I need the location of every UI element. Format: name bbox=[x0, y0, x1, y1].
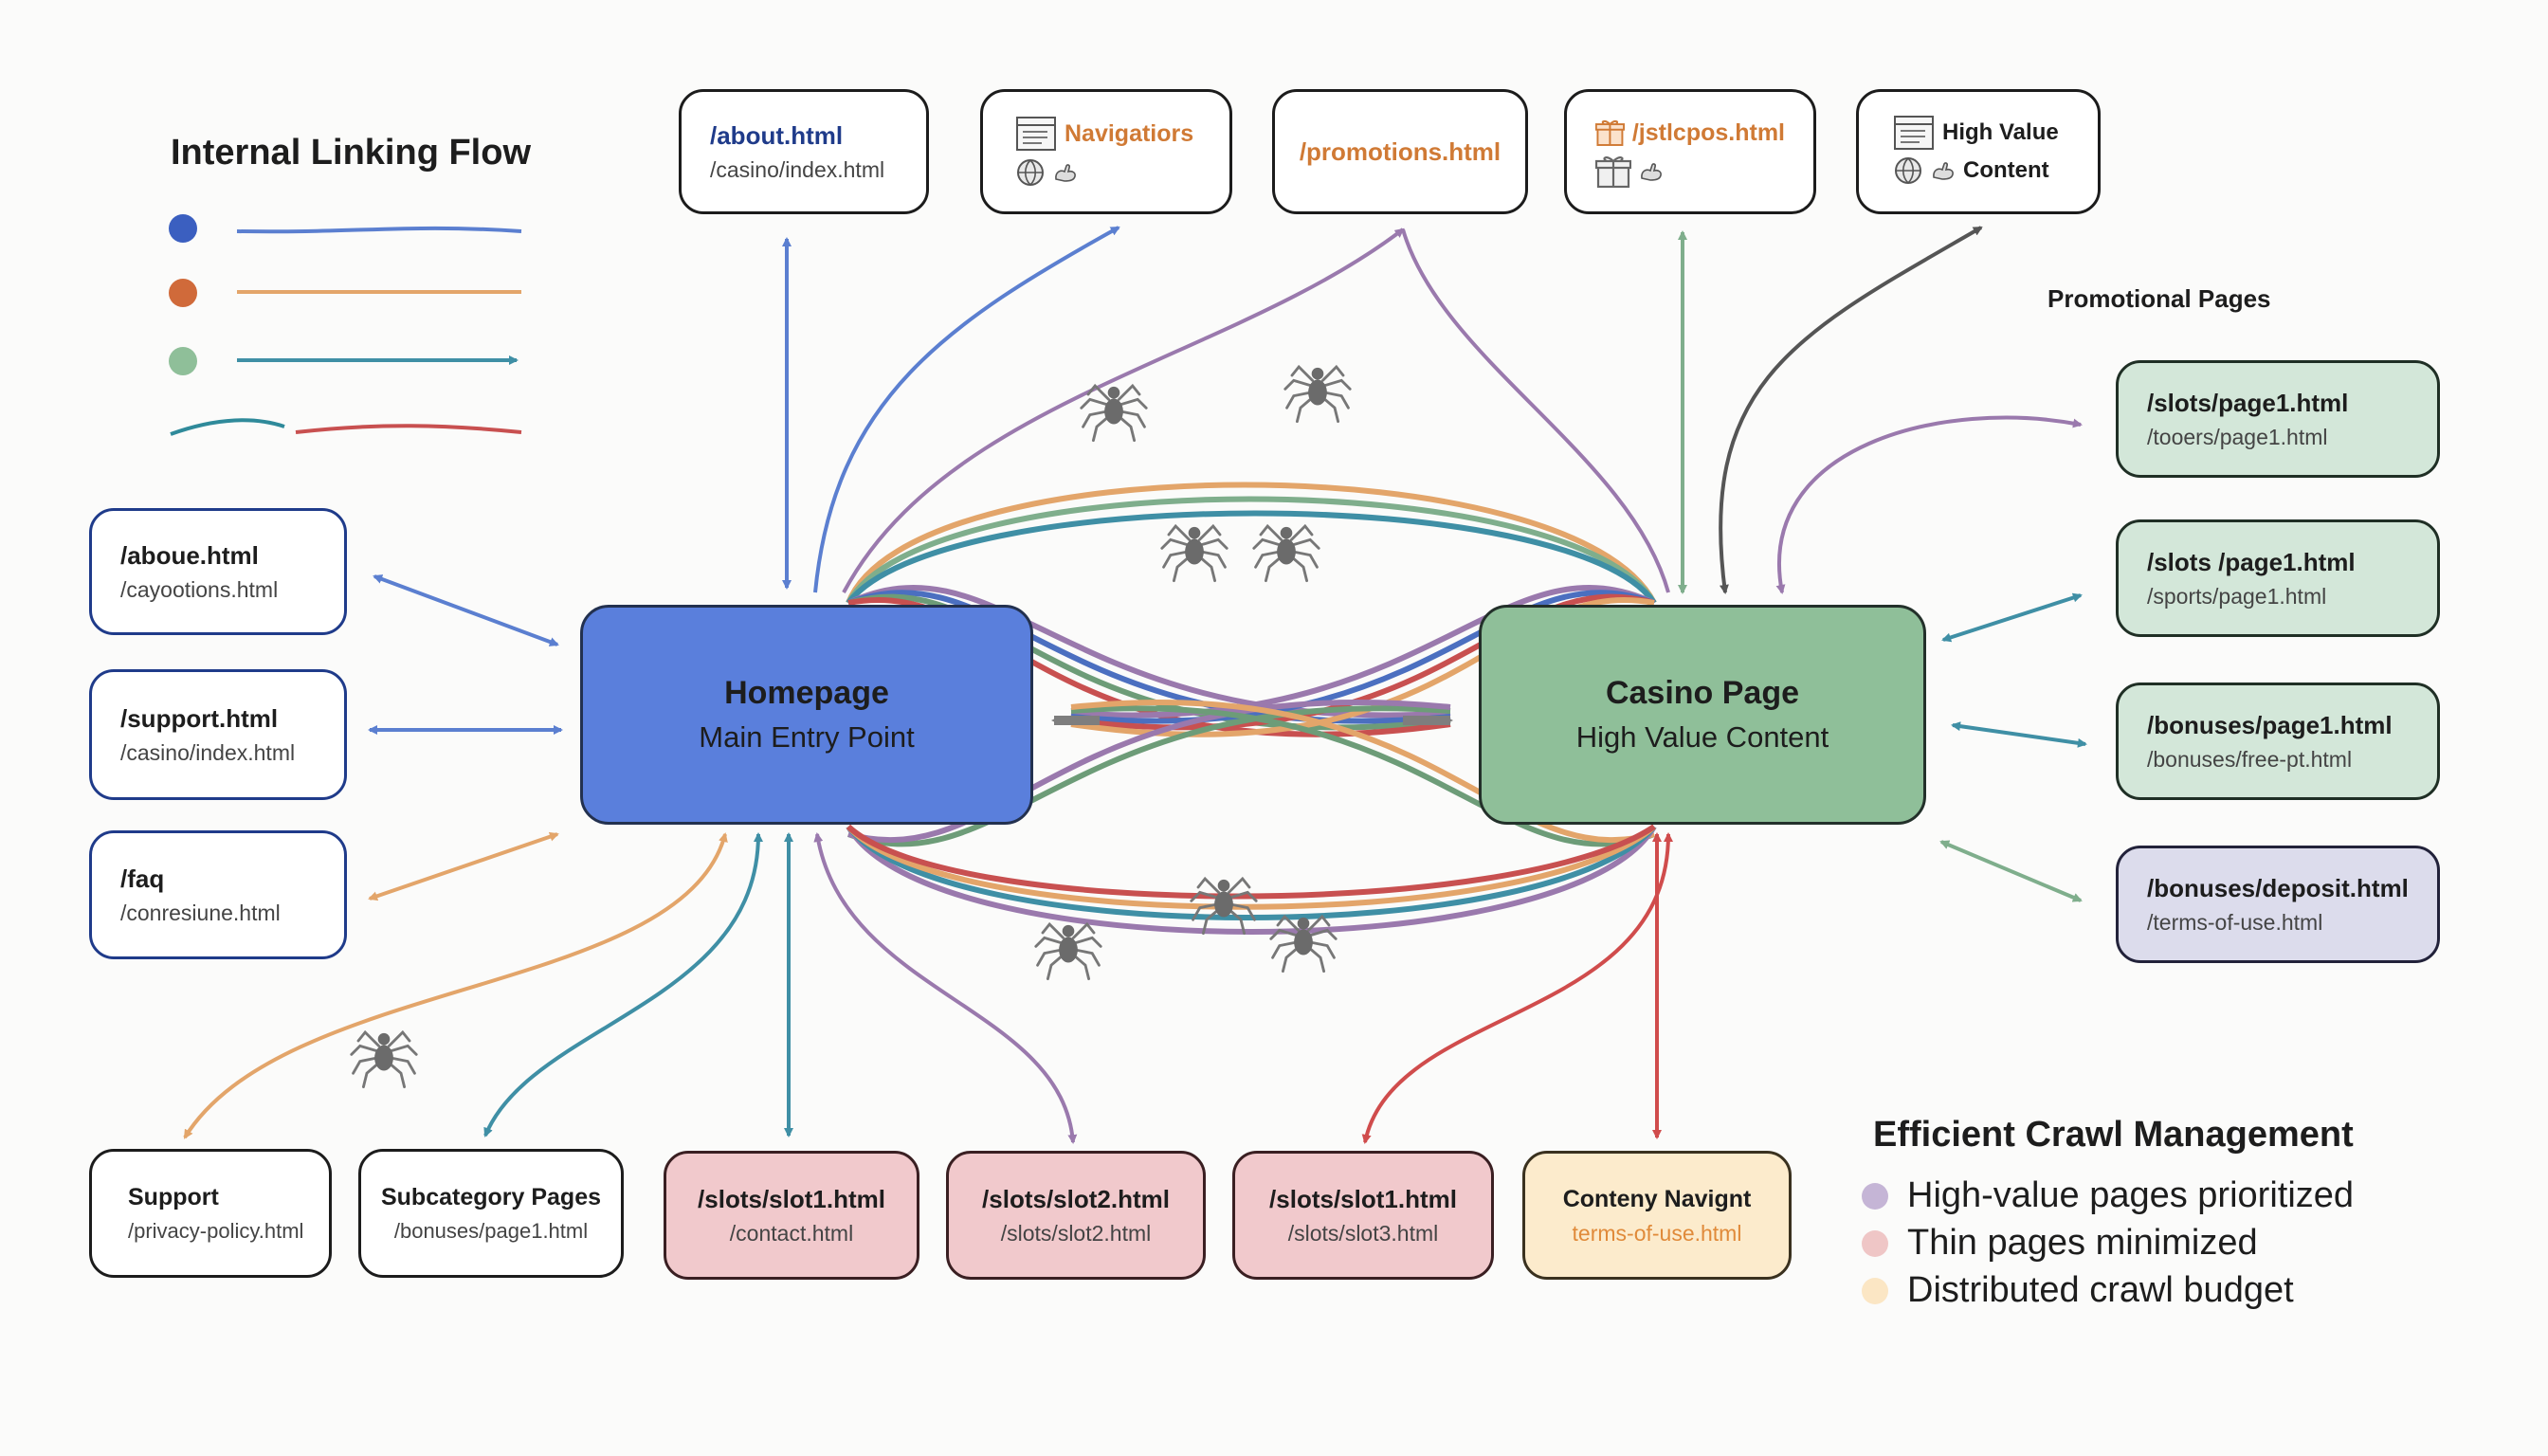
box-title: /jstlcpos.html bbox=[1631, 119, 1785, 146]
box-title: /slots/slot1.html bbox=[698, 1185, 885, 1213]
box-title: High Value bbox=[1942, 119, 2059, 145]
crawler-spider-icon bbox=[1181, 853, 1266, 938]
bottom-box-subcategory-pages[interactable]: Subcategory Pages /bonuses/page1.html bbox=[358, 1149, 624, 1278]
box-subtitle: /casino/index.html bbox=[710, 157, 885, 182]
efficient-item: Distributed crawl budget bbox=[1862, 1270, 2294, 1311]
bottom-box-slot2[interactable]: /slots/slot2.html /slots/slot2.html bbox=[946, 1151, 1206, 1280]
box-subtitle: /bonuses/free-pt.html bbox=[2147, 747, 2353, 772]
box-subtitle: Content bbox=[1963, 157, 2049, 183]
box-title: /slots/slot1.html bbox=[1269, 1185, 1457, 1213]
box-subtitle: /cayootions.html bbox=[120, 577, 279, 602]
box-title: Conteny Navignt bbox=[1562, 1186, 1752, 1212]
hand-icon bbox=[1933, 162, 1954, 180]
box-subtitle: /slots/slot3.html bbox=[1287, 1221, 1439, 1246]
hand-icon bbox=[1055, 164, 1076, 182]
box-subtitle: /contact.html bbox=[729, 1221, 854, 1246]
left-box-support[interactable]: /support.html /casino/index.html bbox=[89, 669, 347, 800]
right-box-bonuses-deposit[interactable]: /bonuses/deposit.html /terms-of-use.html bbox=[2116, 846, 2440, 963]
box-title: Subcategory Pages bbox=[380, 1184, 602, 1210]
globe-icon bbox=[1017, 159, 1044, 186]
top-box-jstlcpos[interactable]: /jstlcpos.html bbox=[1564, 89, 1816, 214]
box-subtitle: terms-of-use.html bbox=[1572, 1221, 1742, 1246]
top-box-navigators[interactable]: Navigatiors bbox=[980, 89, 1232, 214]
top-box-high-value-content[interactable]: High Value Content bbox=[1856, 89, 2101, 214]
efficient-item-text: High-value pages prioritized bbox=[1907, 1175, 2355, 1215]
efficient-crawl-title: Efficient Crawl Management bbox=[1873, 1115, 2354, 1155]
casino-page-title: Casino Page bbox=[1605, 675, 1800, 711]
legend-dot-blue bbox=[169, 214, 197, 243]
document-icon bbox=[1894, 116, 1934, 150]
crawler-spider-icon bbox=[1261, 891, 1346, 976]
crawler-spider-icon bbox=[1071, 360, 1156, 446]
efficient-item-text: Thin pages minimized bbox=[1907, 1223, 2258, 1263]
box-title: Support bbox=[128, 1184, 219, 1210]
box-subtitle: /bonuses/page1.html bbox=[393, 1219, 589, 1243]
bullet-dot bbox=[1862, 1277, 1888, 1304]
gift-icon bbox=[1595, 156, 1631, 189]
left-box-aboue[interactable]: /aboue.html /cayootions.html bbox=[89, 508, 347, 635]
right-box-bonuses-page1[interactable]: /bonuses/page1.html /bonuses/free-pt.htm… bbox=[2116, 682, 2440, 800]
box-subtitle: /casino/index.html bbox=[120, 740, 296, 765]
casino-page-node[interactable]: Casino Page High Value Content bbox=[1479, 605, 1926, 825]
box-subtitle: /sports/page1.html bbox=[2147, 584, 2327, 609]
bottom-box-support[interactable]: Support /privacy-policy.html bbox=[89, 1149, 332, 1278]
bottom-box-slot1-contact[interactable]: /slots/slot1.html /contact.html bbox=[664, 1151, 919, 1280]
crawler-spider-icon bbox=[341, 1007, 427, 1092]
promotional-pages-label: Promotional Pages bbox=[2048, 284, 2271, 313]
box-title: /bonuses/page1.html bbox=[2147, 711, 2393, 739]
top-box-about[interactable]: /about.html /casino/index.html bbox=[679, 89, 929, 214]
box-subtitle: /conresiune.html bbox=[120, 901, 281, 925]
casino-page-subtitle: High Value Content bbox=[1575, 720, 1829, 754]
crawler-spider-icon bbox=[1026, 899, 1111, 984]
diagram-title: Internal Linking Flow bbox=[171, 133, 531, 173]
box-title: /promotions.html bbox=[1299, 137, 1502, 166]
box-title: /faq bbox=[120, 864, 165, 893]
legend-dot-orange bbox=[169, 279, 197, 307]
bullet-dot bbox=[1862, 1182, 1888, 1210]
box-subtitle: /terms-of-use.html bbox=[2147, 910, 2323, 935]
box-title: /bonuses/deposit.html bbox=[2147, 874, 2409, 902]
box-title: /slots /page1.html bbox=[2147, 548, 2356, 576]
top-box-promotions[interactable]: /promotions.html bbox=[1272, 89, 1528, 214]
right-box-slots-page1[interactable]: /slots/page1.html /tooers/page1.html bbox=[2116, 360, 2440, 478]
efficient-item: Thin pages minimized bbox=[1862, 1223, 2258, 1264]
box-subtitle: /privacy-policy.html bbox=[128, 1219, 304, 1243]
efficient-item-text: Distributed crawl budget bbox=[1907, 1270, 2294, 1310]
homepage-node[interactable]: Homepage Main Entry Point bbox=[580, 605, 1033, 825]
bottom-box-content-navigation[interactable]: Conteny Navignt terms-of-use.html bbox=[1522, 1151, 1792, 1280]
box-title: /about.html bbox=[710, 121, 844, 150]
homepage-subtitle: Main Entry Point bbox=[699, 720, 915, 754]
box-title: /slots/slot2.html bbox=[982, 1185, 1170, 1213]
efficient-item: High-value pages prioritized bbox=[1862, 1175, 2354, 1216]
gift-icon bbox=[1595, 119, 1625, 146]
legend-dot-green bbox=[169, 347, 197, 375]
right-box-slots-sports[interactable]: /slots /page1.html /sports/page1.html bbox=[2116, 519, 2440, 637]
globe-icon bbox=[1895, 157, 1921, 184]
crawler-spider-icon bbox=[1244, 500, 1329, 586]
left-box-faq[interactable]: /faq /conresiune.html bbox=[89, 830, 347, 959]
box-title: /slots/page1.html bbox=[2147, 389, 2349, 417]
crawler-spider-icon bbox=[1152, 500, 1237, 586]
box-title: /aboue.html bbox=[120, 541, 259, 570]
box-title: Navigatiors bbox=[1065, 120, 1194, 147]
box-subtitle: /tooers/page1.html bbox=[2147, 425, 2328, 449]
document-icon bbox=[1016, 117, 1056, 151]
bottom-box-slot1-slot3[interactable]: /slots/slot1.html /slots/slot3.html bbox=[1232, 1151, 1494, 1280]
box-title: /support.html bbox=[120, 704, 279, 733]
bullet-dot bbox=[1862, 1229, 1888, 1257]
box-subtitle: /slots/slot2.html bbox=[1000, 1221, 1152, 1246]
crawler-spider-icon bbox=[1275, 341, 1360, 427]
hand-icon bbox=[1641, 163, 1662, 181]
homepage-title: Homepage bbox=[724, 675, 889, 711]
